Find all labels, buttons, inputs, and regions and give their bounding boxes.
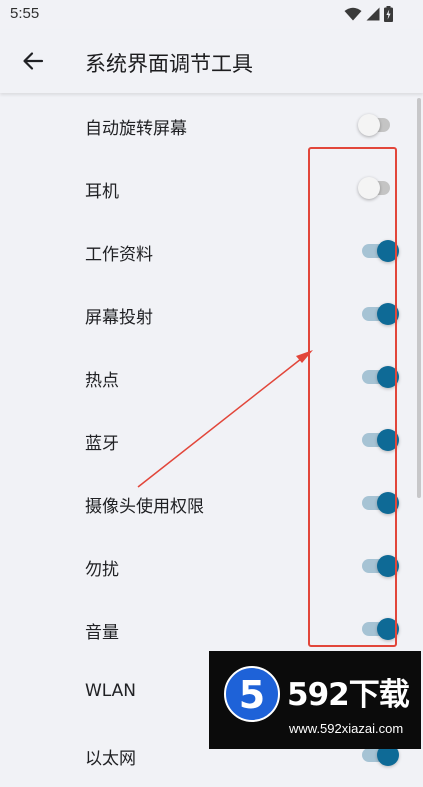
setting-row-headset[interactable]: 耳机	[0, 157, 423, 220]
toggle-thumb	[358, 114, 380, 136]
setting-row-camera-access[interactable]: 摄像头使用权限	[0, 472, 423, 535]
back-button[interactable]	[16, 44, 50, 78]
setting-label: 勿扰	[85, 560, 119, 580]
setting-label: 热点	[85, 371, 119, 391]
arrow-left-icon	[23, 52, 44, 70]
status-icons	[344, 6, 393, 22]
watermark-badge-text: 5	[239, 673, 265, 717]
toggle-switch[interactable]	[362, 429, 399, 451]
watermark-brand: 592下载	[287, 677, 410, 713]
toggle-thumb	[377, 555, 399, 577]
toggle-switch[interactable]	[362, 366, 399, 388]
toggle-switch[interactable]	[362, 303, 399, 325]
toggle-thumb	[377, 618, 399, 640]
toggle-thumb	[377, 492, 399, 514]
setting-label: 工作资料	[85, 245, 153, 265]
toggle-switch[interactable]	[358, 114, 392, 136]
signal-icon	[366, 7, 380, 21]
setting-label: 耳机	[85, 182, 119, 202]
page-title: 系统界面调节工具	[85, 52, 253, 76]
setting-label: 以太网	[85, 749, 136, 769]
setting-row-dnd[interactable]: 勿扰	[0, 535, 423, 598]
wifi-icon	[344, 7, 362, 21]
toggle-thumb	[358, 177, 380, 199]
setting-label: 自动旋转屏幕	[85, 119, 187, 139]
battery-icon	[384, 6, 393, 22]
setting-row-work-profile[interactable]: 工作资料	[0, 220, 423, 283]
setting-label: 音量	[85, 623, 119, 643]
setting-label: 屏幕投射	[85, 308, 153, 328]
scrollbar[interactable]	[417, 98, 421, 498]
settings-list: 自动旋转屏幕 耳机 工作资料 屏幕投射 热点 蓝牙 摄像头使用权限 勿扰 音量 …	[0, 94, 423, 787]
status-time: 5:55	[10, 5, 40, 22]
status-bar: 5:55	[0, 0, 423, 30]
setting-row-cast[interactable]: 屏幕投射	[0, 283, 423, 346]
setting-row-auto-rotate[interactable]: 自动旋转屏幕	[0, 94, 423, 157]
site-logo-icon: 5	[224, 666, 280, 722]
watermark-url: www.592xiazai.com	[289, 721, 404, 736]
toggle-switch[interactable]	[362, 618, 399, 640]
toggle-switch[interactable]	[362, 240, 399, 262]
toggle-switch[interactable]	[362, 492, 399, 514]
setting-label: 摄像头使用权限	[85, 497, 204, 517]
app-bar: 系统界面调节工具	[0, 30, 423, 93]
toggle-thumb	[377, 429, 399, 451]
setting-row-hotspot[interactable]: 热点	[0, 346, 423, 409]
toggle-thumb	[377, 303, 399, 325]
toggle-switch[interactable]	[362, 555, 399, 577]
watermark-logo: 5 592下载 www.592xiazai.com	[209, 651, 421, 749]
toggle-switch[interactable]	[358, 177, 392, 199]
toggle-thumb	[377, 240, 399, 262]
setting-label: 蓝牙	[85, 434, 119, 454]
setting-row-bluetooth[interactable]: 蓝牙	[0, 409, 423, 472]
toggle-thumb	[377, 366, 399, 388]
setting-row-volume[interactable]: 音量	[0, 598, 423, 661]
setting-label: WLAN	[85, 681, 137, 701]
